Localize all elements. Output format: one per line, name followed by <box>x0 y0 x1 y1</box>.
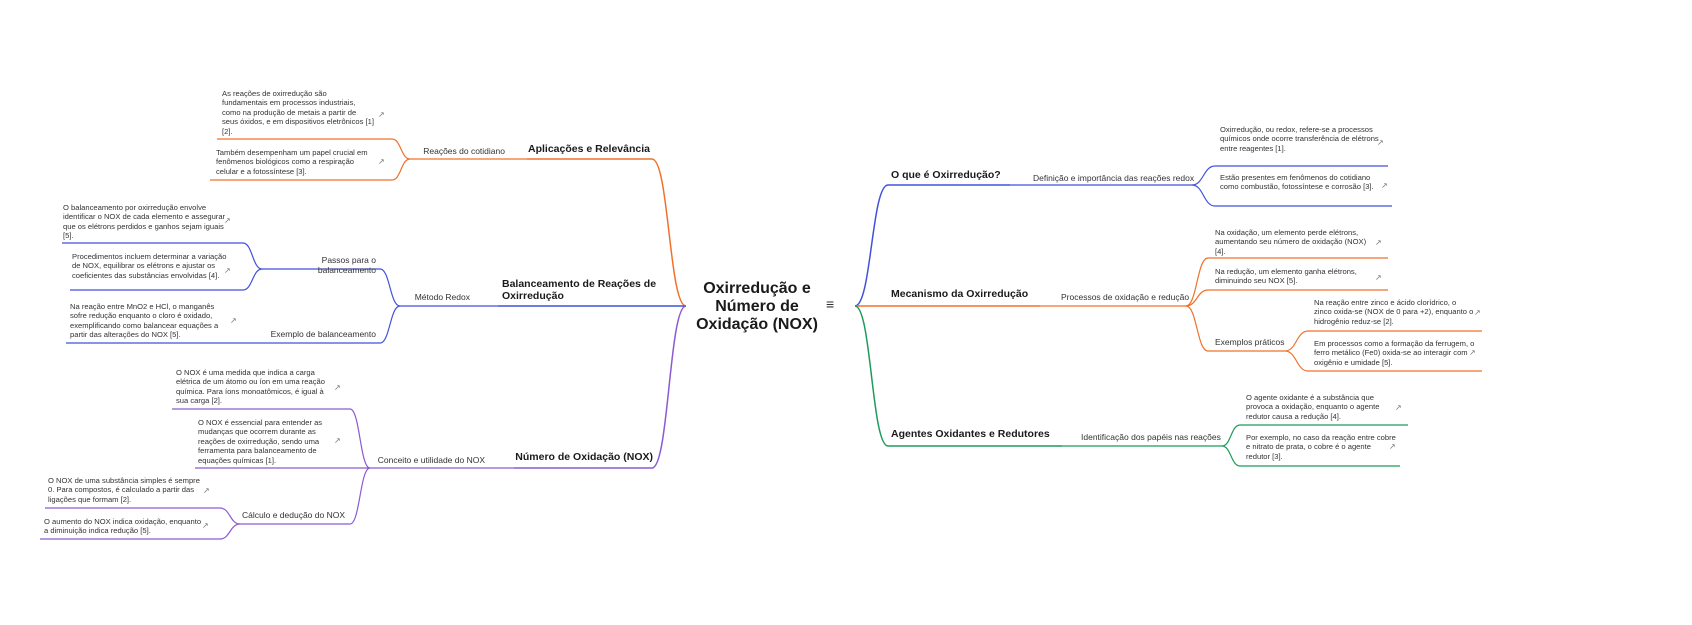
leaf-reducao[interactable]: Na redução, um elemento ganha elétrons, … <box>1215 267 1357 286</box>
branch-o-que-e-oxirreducao[interactable]: O que é Oxirredução? <box>891 169 1001 181</box>
subtopic-exemplo-balanceamento[interactable]: Exemplo de balanceamento <box>270 329 376 339</box>
external-link-icon[interactable]: ↗ <box>1375 273 1382 282</box>
leaf-ferrugem[interactable]: Em processos como a formação da ferrugem… <box>1314 339 1475 367</box>
external-link-icon[interactable]: ↗ <box>203 486 210 495</box>
subtopic-passos[interactable]: Passos para o balanceamento <box>317 255 376 275</box>
leaf-definicao-2[interactable]: Estão presentes em fenômenos do cotidian… <box>1220 173 1374 192</box>
subtopic-reacoes-cotidiano[interactable]: Reações do cotidiano <box>423 146 505 156</box>
branch-agentes[interactable]: Agentes Oxidantes e Redutores <box>891 428 1050 440</box>
connector-line <box>651 158 687 307</box>
connector-line <box>1221 424 1241 447</box>
external-link-icon[interactable]: ↗ <box>1474 308 1481 317</box>
connector-line <box>854 184 889 307</box>
connector-line <box>1185 305 1209 352</box>
leaf-cobre[interactable]: Por exemplo, no caso da reação entre cob… <box>1246 433 1396 461</box>
connector-line <box>1185 289 1209 307</box>
external-link-icon[interactable]: ↗ <box>224 216 231 225</box>
connector-line <box>379 268 401 307</box>
connector-line <box>242 268 263 291</box>
subtopic-metodo-redox[interactable]: Método Redox <box>414 292 470 302</box>
notes-icon[interactable]: ≡ <box>826 296 835 312</box>
external-link-icon[interactable]: ↗ <box>334 436 341 445</box>
leaf-zinco[interactable]: Na reação entre zinco e ácido clorídrico… <box>1314 298 1474 326</box>
external-link-icon[interactable]: ↗ <box>378 157 385 166</box>
subtopic-definicao[interactable]: Definição e importância das reações redo… <box>1033 173 1195 183</box>
external-link-icon[interactable]: ↗ <box>1375 238 1382 247</box>
connector-line <box>1221 445 1241 467</box>
subtopic-identificacao[interactable]: Identificação dos papéis nas reações <box>1081 432 1221 442</box>
subtopic-calculo-nox[interactable]: Cálculo e dedução do NOX <box>241 510 345 520</box>
leaf-oxidacao[interactable]: Na oxidação, um elemento perde elétrons,… <box>1215 228 1367 256</box>
subtopic-conceito-nox[interactable]: Conceito e utilidade do NOX <box>377 455 485 465</box>
external-link-icon[interactable]: ↗ <box>1389 442 1396 451</box>
external-link-icon[interactable]: ↗ <box>230 316 237 325</box>
connector-line <box>219 507 241 525</box>
subtopic-exemplos-praticos[interactable]: Exemplos práticos <box>1215 337 1285 347</box>
leaf-balanceamento-1[interactable]: O balanceamento por oxirredução envolve … <box>63 203 226 241</box>
connector-line <box>391 138 411 160</box>
leaf-definicao-1[interactable]: Oxirredução, ou redox, refere-se a proce… <box>1220 125 1379 153</box>
leaf-agente-oxidante[interactable]: O agente oxidante é a substância que pro… <box>1246 393 1380 421</box>
leaf-biologicos[interactable]: Também desempenham um papel crucial em f… <box>216 148 368 176</box>
connector-line <box>379 305 401 344</box>
root-topic[interactable]: Oxirredução e Número de Oxidação (NOX) <box>696 280 818 333</box>
external-link-icon[interactable]: ↗ <box>1377 138 1384 147</box>
connector-line <box>854 305 889 447</box>
leaf-nox-aumento[interactable]: O aumento do NOX indica oxidação, enquan… <box>44 517 202 536</box>
leaf-nox-essencial[interactable]: O NOX é essencial para entender as mudan… <box>198 418 323 465</box>
connector-line <box>391 158 411 181</box>
external-link-icon[interactable]: ↗ <box>1381 181 1388 190</box>
branch-nox[interactable]: Número de Oxidação (NOX) <box>515 451 653 463</box>
leaf-balanceamento-2[interactable]: Procedimentos incluem determinar a varia… <box>72 252 227 280</box>
connector-line <box>219 523 241 540</box>
leaf-industriais[interactable]: As reações de oxirredução são fundamenta… <box>222 89 374 136</box>
branch-mecanismo[interactable]: Mecanismo da Oxirredução <box>891 288 1029 300</box>
external-link-icon[interactable]: ↗ <box>1395 403 1402 412</box>
connector-line <box>1191 184 1216 207</box>
connector-line <box>1185 257 1209 307</box>
branch-balanceamento[interactable]: Balanceamento de Reações de Oxirredução <box>502 278 657 302</box>
connector-line <box>1284 330 1309 352</box>
leaf-nox-medida[interactable]: O NOX é uma medida que indica a carga el… <box>176 368 326 406</box>
external-link-icon[interactable]: ↗ <box>1469 348 1476 357</box>
connector-line <box>1191 165 1216 186</box>
external-link-icon[interactable]: ↗ <box>224 266 231 275</box>
branch-aplicacoes[interactable]: Aplicações e Relevância <box>528 143 650 155</box>
external-link-icon[interactable]: ↗ <box>334 383 341 392</box>
external-link-icon[interactable]: ↗ <box>202 521 209 530</box>
connector-line <box>349 408 371 469</box>
connector-line <box>349 467 371 525</box>
connector-line <box>1284 350 1309 372</box>
connector-line <box>242 242 263 270</box>
leaf-mno2[interactable]: Na reação entre MnO2 e HCl, o manganês s… <box>70 302 219 340</box>
external-link-icon[interactable]: ↗ <box>378 110 385 119</box>
connector-line <box>651 305 687 469</box>
leaf-nox-simples[interactable]: O NOX de uma substância simples é sempre… <box>48 476 200 504</box>
subtopic-processos[interactable]: Processos de oxidação e redução <box>1061 292 1190 302</box>
